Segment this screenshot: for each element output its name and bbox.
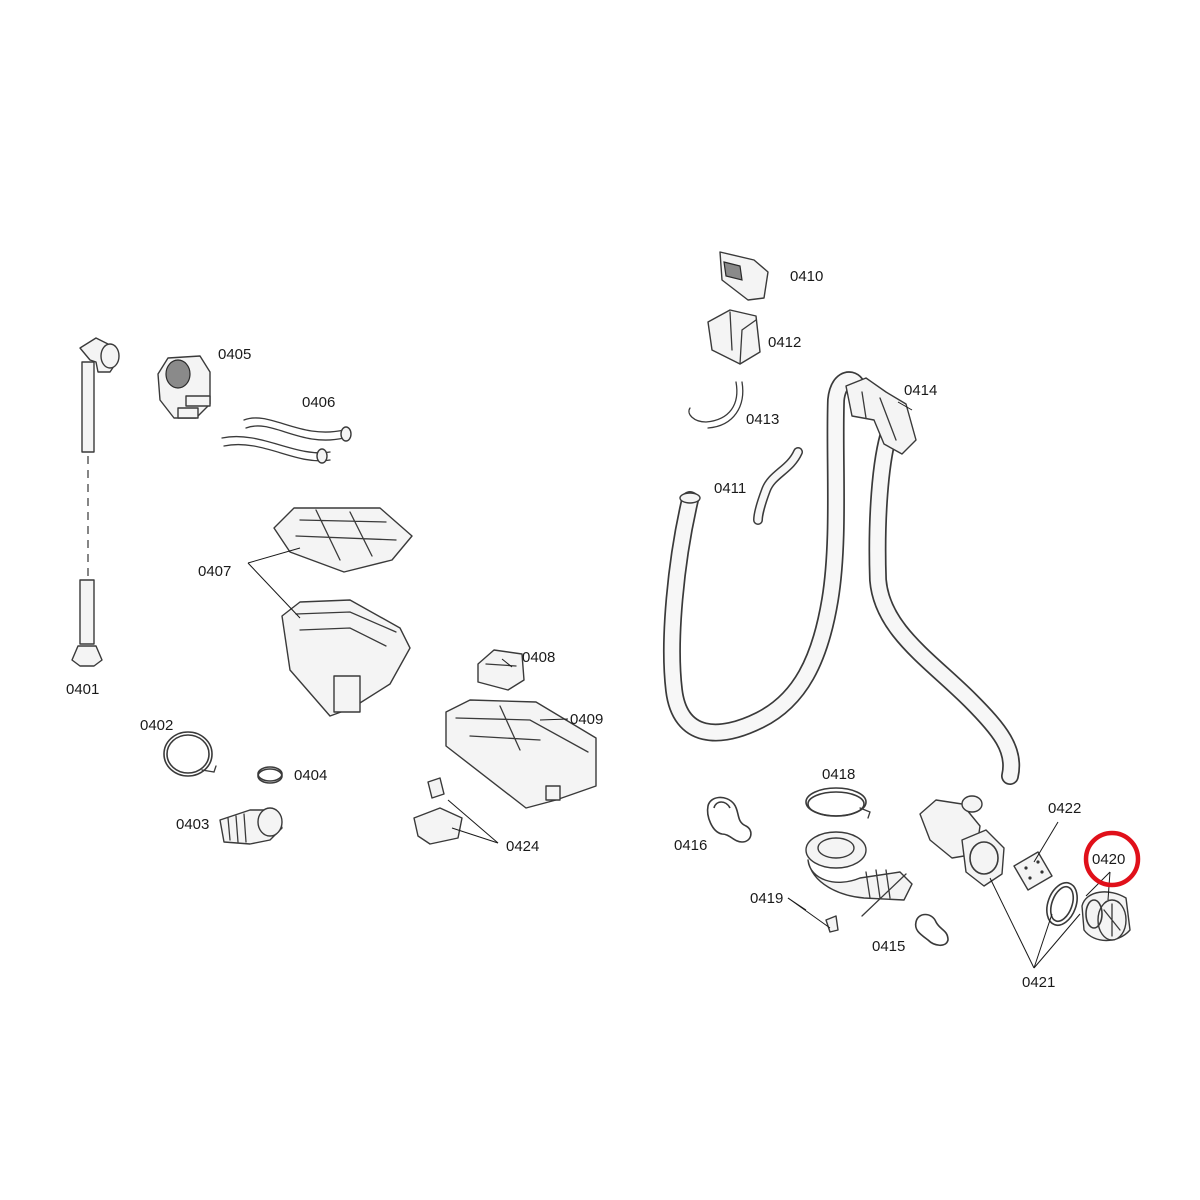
label-0402: 0402	[140, 717, 173, 734]
part-0404-small-clamp[interactable]	[257, 766, 283, 784]
label-0424: 0424	[506, 838, 539, 855]
part-0422-plate[interactable]	[1013, 851, 1053, 891]
part-0413-tube[interactable]	[688, 381, 744, 429]
label-0401: 0401	[66, 681, 99, 698]
label-0416: 0416	[674, 837, 707, 854]
label-0408: 0408	[522, 649, 555, 666]
part-0410-connector[interactable]	[719, 251, 769, 301]
label-0406: 0406	[302, 394, 335, 411]
part-0405-inlet-valve[interactable]	[157, 355, 211, 419]
label-0415: 0415	[872, 938, 905, 955]
label-0405: 0405	[218, 346, 251, 363]
part-0412-pressure-switch[interactable]	[707, 309, 761, 365]
highlight-circle	[1083, 830, 1141, 888]
label-0412: 0412	[768, 334, 801, 351]
label-0411: 0411	[714, 480, 746, 497]
label-0407: 0407	[198, 563, 231, 580]
part-0424-siphon[interactable]	[413, 777, 463, 845]
drain-pump[interactable]	[919, 795, 1005, 887]
label-0413: 0413	[746, 411, 779, 428]
part-0418-band-clamp[interactable]	[805, 787, 871, 819]
part-0416-clamp[interactable]	[706, 796, 752, 843]
part-0408-cover[interactable]	[477, 649, 525, 691]
part-0414-drain-hose[interactable]	[845, 377, 1021, 785]
label-0409: 0409	[570, 711, 603, 728]
label-0418: 0418	[822, 766, 855, 783]
part-0409-drawer[interactable]	[445, 699, 597, 809]
label-0419: 0419	[750, 890, 783, 907]
drain-hose-left	[662, 371, 865, 742]
label-0414: 0414	[904, 382, 937, 399]
part-0415-clamp[interactable]	[914, 913, 949, 947]
part-0411-small-hose[interactable]	[753, 447, 803, 525]
part-labels: 0401 0402 0403 0404 0405 0406 0407 0408 …	[66, 268, 1125, 991]
label-0422: 0422	[1048, 800, 1081, 817]
part-0419-sump[interactable]	[805, 831, 913, 933]
label-0403: 0403	[176, 816, 209, 833]
part-0407-dispenser-housing[interactable]	[273, 507, 413, 717]
label-0420: 0420	[1092, 851, 1125, 868]
part-0402-clamp[interactable]	[163, 731, 217, 777]
part-0401-inlet-hose[interactable]	[71, 337, 120, 667]
label-0404: 0404	[294, 767, 327, 784]
label-0410: 0410	[790, 268, 823, 285]
part-0421-seal[interactable]	[1041, 879, 1082, 930]
label-0421: 0421	[1022, 974, 1055, 991]
part-0403-bellows[interactable]	[219, 807, 283, 845]
part-0406-hoses[interactable]	[221, 417, 352, 464]
part-0420-pump-filter[interactable]	[1081, 891, 1131, 942]
leader-lines	[247, 401, 1111, 969]
